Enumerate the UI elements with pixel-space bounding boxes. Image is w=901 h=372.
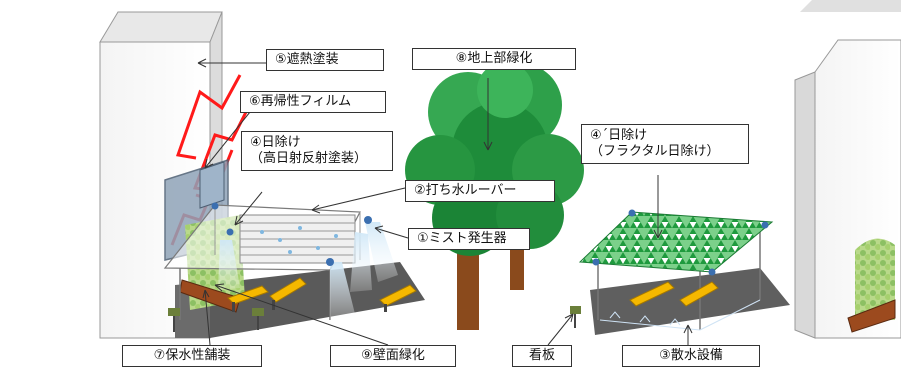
leader-lines <box>197 58 693 346</box>
label-sunshade: ④日除け （高日射反射塗装） <box>241 131 393 171</box>
right-wall-planter <box>847 238 896 333</box>
left-benches <box>227 277 417 312</box>
label-wall-greening: ⑨壁面緑化 <box>330 345 456 367</box>
ground-greening-tree <box>405 62 584 330</box>
mist-sprays <box>218 222 398 320</box>
label-ground-greening: ⑧地上部緑化 <box>412 48 576 70</box>
label-fractal-line2: （フラクタル日除け） <box>590 144 720 159</box>
label-signboard: 看板 <box>512 345 572 367</box>
label-louver: ②打ち水ルーバー <box>405 180 555 202</box>
label-fractal-line1: ④´日除け <box>590 128 648 143</box>
fractal-sunshade <box>578 209 774 330</box>
left-signs <box>168 308 264 332</box>
mist-nozzles <box>211 202 372 266</box>
label-sprinkler: ③散水設備 <box>622 345 760 367</box>
louver-panel <box>239 214 356 264</box>
sprinkler-system <box>599 299 761 331</box>
label-fractal-sunshade: ④´日除け （フラクタル日除け） <box>581 124 749 164</box>
label-shading-paint: ⑤遮熱塗装 <box>266 49 384 71</box>
label-sunshade-line2: （高日射反射塗装） <box>250 151 368 166</box>
label-pavement: ⑦保水性舗装 <box>122 345 262 367</box>
label-mist: ①ミスト発生器 <box>408 228 530 250</box>
label-retroreflective-film: ⑥再帰性フィルム <box>240 91 386 113</box>
right-sign <box>570 306 581 328</box>
right-benches <box>629 281 719 307</box>
label-sunshade-line1: ④日除け <box>250 135 301 150</box>
